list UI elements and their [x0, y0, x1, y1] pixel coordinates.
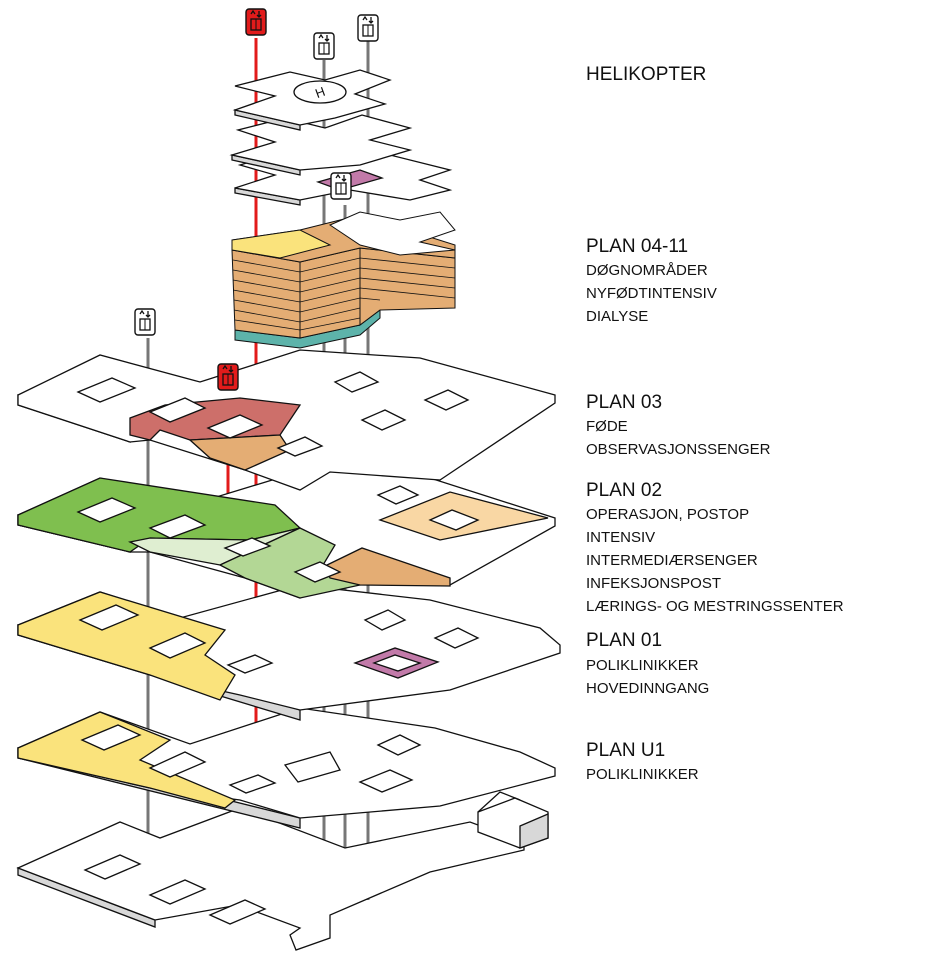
floor-upper-1-slab [229, 114, 413, 171]
legend-title-helikopter: HELIKOPTER [586, 64, 707, 85]
void [148, 879, 207, 905]
elevator-icon [330, 172, 352, 200]
void [76, 497, 137, 523]
void [363, 609, 407, 631]
void [428, 509, 480, 531]
void [376, 485, 420, 505]
legend-item: LÆRINGS- OG MESTRINGSSENTER [586, 598, 844, 615]
void [433, 627, 480, 649]
void [283, 751, 341, 783]
tower-plan-04-11 [231, 211, 456, 349]
elevator-icon [134, 308, 156, 336]
floor-plan-03 [17, 349, 556, 491]
legend-item: INTERMEDIÆRSENGER [586, 552, 758, 569]
void [293, 561, 342, 583]
elevator-icon [217, 363, 239, 391]
void [148, 632, 207, 659]
elevator-icon [357, 14, 379, 42]
void [148, 514, 207, 539]
zone-orange [324, 547, 451, 587]
legend-item: DIALYSE [586, 308, 649, 325]
legend-title-plan-04-11: PLAN 04-11 [586, 236, 689, 257]
legend-item: OBSERVASJONSSENGER [586, 441, 771, 458]
void [360, 409, 407, 431]
legend-item: INFEKSJONSPOST [586, 575, 722, 592]
legend-item: DØGNOMRÅDER [586, 262, 708, 279]
tower-floor-lines [232, 257, 456, 331]
floor-basement [16, 807, 525, 951]
legend-item: OPERASJON, POSTOP [586, 506, 750, 523]
floor-plan-02 [17, 469, 556, 599]
zone-yellow [17, 591, 236, 701]
legend-item: POLIKLINIKKER [586, 657, 699, 674]
floor-upper-1 [229, 114, 413, 176]
floor-legend: HELIKOPTER PLAN 04-11 DØGNOMRÅDER NYFØDT… [586, 0, 922, 954]
void [223, 537, 272, 557]
floor-plan-01 [17, 584, 561, 721]
legend-item: FØDE [586, 418, 628, 435]
tower-roof [328, 211, 456, 256]
void [208, 899, 267, 925]
floor-basement-slab [16, 807, 525, 951]
tower-body-front [299, 247, 361, 339]
legend-item: INTENSIV [586, 529, 656, 546]
helipad-icon [293, 80, 347, 104]
void [372, 654, 423, 672]
void [80, 724, 142, 751]
legend-title-plan-01: PLAN 01 [586, 630, 663, 651]
void [226, 654, 274, 674]
void [376, 734, 422, 756]
zone-yellow [17, 711, 237, 809]
floor-plan-u1 [17, 707, 556, 829]
void [228, 774, 277, 794]
legend-item: POLIKLINIKKER [586, 766, 699, 783]
void [148, 397, 207, 423]
zone-orange [188, 434, 291, 471]
tower-yellow-top [231, 229, 332, 259]
void [206, 414, 264, 439]
legend-title-plan-u1: PLAN U1 [586, 740, 666, 761]
void [83, 854, 142, 880]
void [333, 371, 380, 393]
void [276, 436, 324, 457]
elevator-icon [245, 8, 267, 36]
legend-item: HOVEDINNGANG [586, 680, 710, 697]
void [423, 389, 470, 411]
void [76, 377, 137, 403]
elevator-icon [313, 32, 335, 60]
legend-title-plan-03: PLAN 03 [586, 392, 663, 413]
void [148, 751, 207, 778]
legend-title-plan-02: PLAN 02 [586, 480, 663, 501]
void [78, 604, 140, 631]
small-building-icon [477, 791, 549, 849]
void [358, 769, 414, 793]
legend-item: NYFØDTINTENSIV [586, 285, 717, 302]
floor-helipad-deck: H [232, 69, 392, 131]
